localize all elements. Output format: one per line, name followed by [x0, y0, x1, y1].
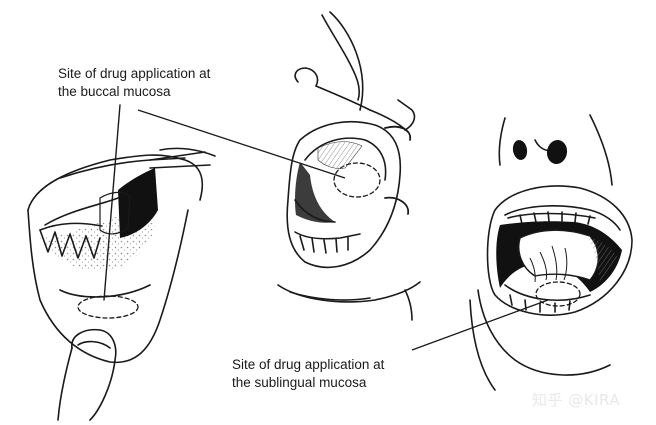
right-nostril-right	[545, 138, 569, 165]
sublingual-label-line2: the sublingual mucosa	[232, 374, 366, 391]
buccal-label-line1: Site of drug application at	[58, 65, 210, 82]
right-tongue	[519, 230, 598, 280]
middle-mucosa-texture	[318, 142, 362, 169]
buccal-label-line2: the buccal mucosa	[58, 83, 171, 100]
watermark: 知乎 @KIRA	[532, 389, 620, 410]
right-nostril-left	[511, 139, 528, 161]
sublingual-label-line1: Site of drug application at	[232, 356, 384, 373]
sublingual-leader-line	[412, 300, 548, 350]
middle-dark-cheek-interior	[295, 162, 335, 223]
